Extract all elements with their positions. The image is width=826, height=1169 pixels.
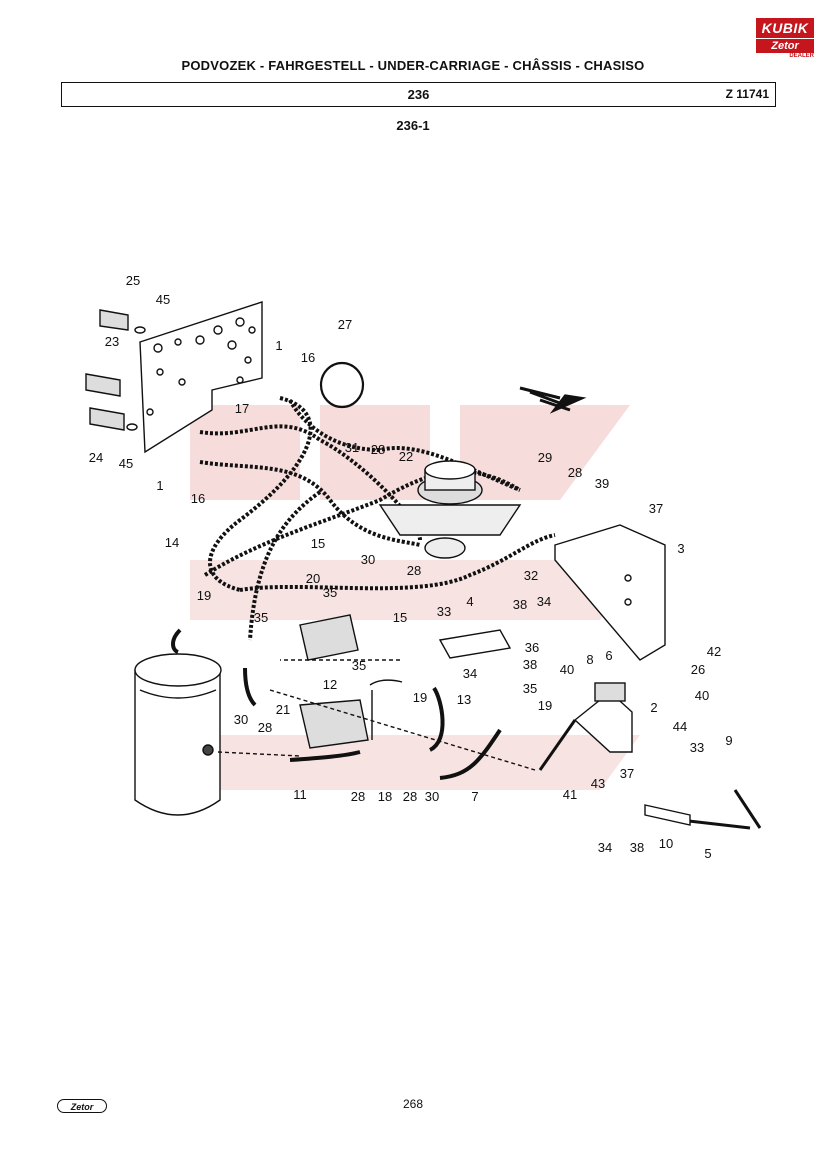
part-number-label: 30 [425,789,439,804]
part-number-label: 15 [311,536,325,551]
part-number-label: 21 [276,702,290,717]
part-number-label: 11 [293,787,307,802]
part-number-label: 19 [413,690,427,705]
part-number-label: 32 [524,568,538,583]
part-number-label: 2 [650,700,657,715]
part-number-label: 17 [235,401,249,416]
part-number-label: 35 [323,585,337,600]
part-number-label: 13 [457,692,471,707]
header-box: 236 Z 11741 [61,82,776,107]
part-number-label: 3 [677,541,684,556]
part-number-label: 16 [191,491,205,506]
part-number-label: 12 [323,677,337,692]
part-number-label: 4 [466,594,473,609]
part-number-label: 37 [649,501,663,516]
part-number-label: 1 [156,478,163,493]
part-number-label: 18 [378,789,392,804]
part-number-label: 6 [605,648,612,663]
part-number-label: 35 [523,681,537,696]
logo-middle: Zetor [756,39,814,53]
drawing-code: Z 11741 [725,87,769,101]
part-number-label: 28 [403,789,417,804]
footer-zetor-logo: Zetor [57,1099,107,1113]
part-number-label: 25 [126,273,140,288]
part-number-label: 40 [560,662,574,677]
part-number-label: 22 [399,449,413,464]
part-number-label: 30 [361,552,375,567]
part-number-label: 19 [538,698,552,713]
part-number-label: 38 [630,840,644,855]
part-number-label: 28 [568,465,582,480]
part-number-label: 28 [258,720,272,735]
part-number-label: 37 [620,766,634,781]
part-number-label: 9 [725,733,732,748]
part-number-label: 39 [595,476,609,491]
line-work [85,301,762,830]
part-number-label: 38 [523,657,537,672]
part-number-label: 41 [563,787,577,802]
part-number-label: 33 [690,740,704,755]
part-number-label: 5 [704,846,711,861]
part-number-label: 24 [89,450,103,465]
part-number-label: 45 [119,456,133,471]
group-number: 236 [407,87,430,102]
part-number-label: 29 [538,450,552,465]
logo-top-text: KUBIK [756,18,814,38]
part-number-label: 44 [673,719,687,734]
part-number-label: 34 [537,594,551,609]
part-number-label: 16 [301,350,315,365]
logo-bottom-text: DEALER [789,53,814,59]
part-number-label: 23 [105,334,119,349]
page-heading: PODVOZEK - FAHRGESTELL - UNDER-CARRIAGE … [181,58,645,73]
part-number-label: 20 [306,571,320,586]
kubik-zetor-logo: KUBIK Zetor DEALER [756,18,814,62]
part-number-label: 34 [463,666,477,681]
part-number-label: 1 [275,338,282,353]
logo-middle-text: Zetor [771,40,799,52]
part-number-label: 7 [471,789,478,804]
part-number-label: 28 [371,442,385,457]
part-number-label: 33 [437,604,451,619]
part-number-label: 35 [254,610,268,625]
part-number-label: 8 [586,652,593,667]
part-number-label: 27 [338,317,352,332]
part-number-label: 10 [659,836,673,851]
part-number-label: 40 [695,688,709,703]
part-number-label: 36 [525,640,539,655]
part-number-label: 35 [352,658,366,673]
part-number-label: 26 [691,662,705,677]
part-number-label: 28 [351,789,365,804]
part-number-label: 45 [156,292,170,307]
part-number-label: 14 [165,535,179,550]
part-number-label: 42 [707,644,721,659]
part-number-label: 38 [513,597,527,612]
part-number-label: 30 [234,712,248,727]
part-number-label: 31 [345,440,359,455]
part-number-label: 34 [598,840,612,855]
subgroup-number: 236-1 [396,118,430,133]
part-number-label: 43 [591,776,605,791]
part-number-label: 19 [197,588,211,603]
part-number-label: 15 [393,610,407,625]
part-number-label: 28 [407,563,421,578]
page-number: 268 [402,1097,424,1111]
